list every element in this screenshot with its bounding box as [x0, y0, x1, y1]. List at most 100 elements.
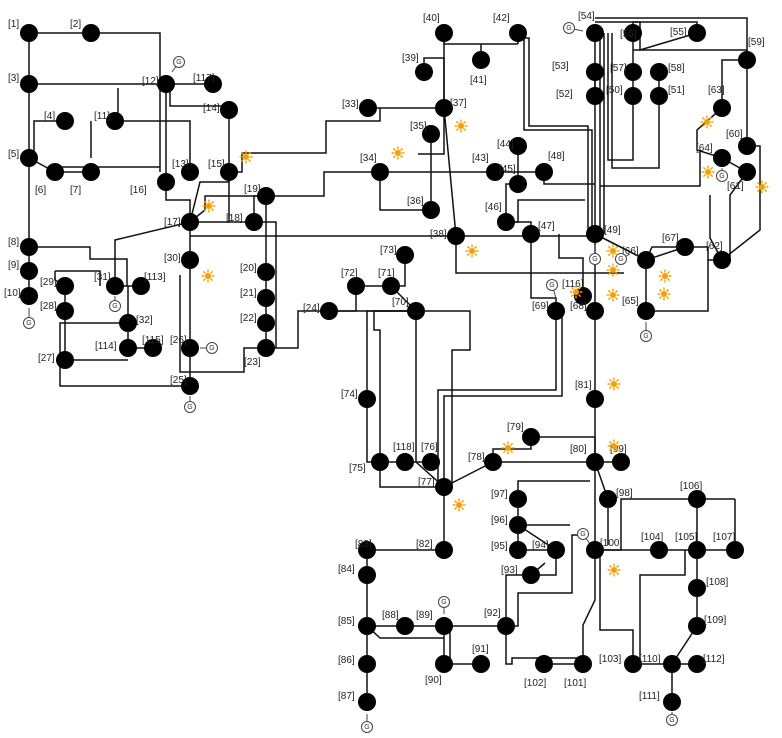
branch-line: [506, 534, 583, 627]
bus-node: [435, 24, 453, 42]
bus-label: [83]: [355, 539, 372, 550]
bus-label: [77]: [418, 477, 435, 488]
buses-layer: [20, 24, 756, 711]
bus-label: [105]: [675, 532, 697, 543]
bus-label: [118]: [393, 442, 415, 453]
bus-label: [26]: [170, 335, 187, 346]
generator-icon: G: [184, 401, 196, 413]
solar-ray: [203, 207, 208, 212]
bus-label: [66]: [622, 246, 639, 257]
bus-node: [509, 541, 527, 559]
bus-node: [497, 213, 515, 231]
bus-label: [3]: [8, 73, 19, 84]
bus-node: [484, 453, 502, 471]
bus-node: [586, 24, 604, 42]
bus-label: [88]: [382, 610, 399, 621]
bus-node: [688, 24, 706, 42]
bus-label: [69]: [532, 301, 549, 312]
bus-label: [13]: [172, 159, 189, 170]
bus-node: [612, 453, 630, 471]
bus-label: [38]: [430, 229, 447, 240]
bus-node: [132, 277, 150, 295]
bus-label: [108]: [706, 577, 728, 588]
solar-ray: [702, 173, 707, 178]
solar-layer: [201, 115, 769, 577]
bus-node: [358, 693, 376, 711]
solar-ray: [658, 288, 663, 293]
solar-core: [705, 169, 711, 175]
solar-ray: [203, 200, 208, 205]
generator-letter: G: [592, 256, 597, 263]
generator-icon: G: [546, 279, 558, 291]
bus-label: [17]: [164, 217, 181, 228]
solar-ray: [466, 252, 471, 257]
bus-label: [4]: [44, 111, 55, 122]
solar-ray: [247, 158, 252, 163]
branch-line: [558, 234, 584, 296]
bus-label: [75]: [349, 463, 366, 474]
bus-node: [509, 490, 527, 508]
solar-core: [206, 203, 212, 209]
bus-label: [68]: [570, 301, 587, 312]
solar-ray: [763, 188, 768, 193]
solar-core: [395, 150, 401, 156]
bus-label: [76]: [421, 442, 438, 453]
bus-label: [56]: [620, 29, 637, 40]
solar-ray: [473, 245, 478, 250]
bus-label: [31]: [94, 272, 111, 283]
solar-core: [611, 381, 617, 387]
bus-node: [220, 101, 238, 119]
branch-line: [229, 108, 381, 173]
bus-node: [586, 87, 604, 105]
generator-circle: [716, 170, 728, 182]
branch-line: [633, 49, 748, 60]
bus-node: [637, 302, 655, 320]
solar-ray: [756, 188, 761, 193]
bus-label: [54]: [578, 11, 595, 22]
bus-node: [422, 125, 440, 143]
bus-label: [70]: [392, 297, 409, 308]
generator-letter: G: [643, 333, 648, 340]
solar-ray: [210, 207, 215, 212]
bus-node: [688, 655, 706, 673]
bus-node: [447, 227, 465, 245]
bus-node: [650, 541, 668, 559]
bus-node: [144, 339, 162, 357]
bus-label: [30]: [164, 253, 181, 264]
bus-node: [599, 490, 617, 508]
bus-node: [586, 225, 604, 243]
generator-letter: G: [549, 282, 554, 289]
bus-node: [435, 99, 453, 117]
branch-line: [418, 108, 445, 155]
solar-ray: [608, 385, 613, 390]
bus-node: [20, 75, 38, 93]
solar-icon: [239, 150, 253, 164]
bus-label: [98]: [616, 488, 633, 499]
bus-label: [50]: [606, 85, 623, 96]
solar-ray: [607, 252, 612, 257]
bus-node: [435, 655, 453, 673]
branch-line: [506, 199, 585, 223]
solar-ray: [473, 252, 478, 257]
bus-label: [61]: [727, 181, 744, 192]
generator-icon: G: [109, 300, 121, 312]
branch-line: [373, 310, 416, 462]
bus-node: [56, 302, 74, 320]
branch-line: [600, 150, 701, 187]
bus-label: [100]: [600, 538, 622, 549]
bus-label: [60]: [726, 129, 743, 140]
bus-label: [49]: [604, 225, 621, 236]
solar-ray: [659, 270, 664, 275]
bus-label: [62]: [706, 241, 723, 252]
solar-ray: [577, 286, 582, 291]
bus-node: [257, 263, 275, 281]
solar-ray: [202, 270, 207, 275]
bus-label: [41]: [470, 75, 487, 86]
bus-node: [204, 75, 222, 93]
bus-node: [415, 63, 433, 81]
bus-node: [586, 63, 604, 81]
bus-node: [663, 655, 681, 673]
bus-node: [676, 238, 694, 256]
generator-circle: [546, 279, 558, 291]
bus-label: [85]: [338, 616, 355, 627]
